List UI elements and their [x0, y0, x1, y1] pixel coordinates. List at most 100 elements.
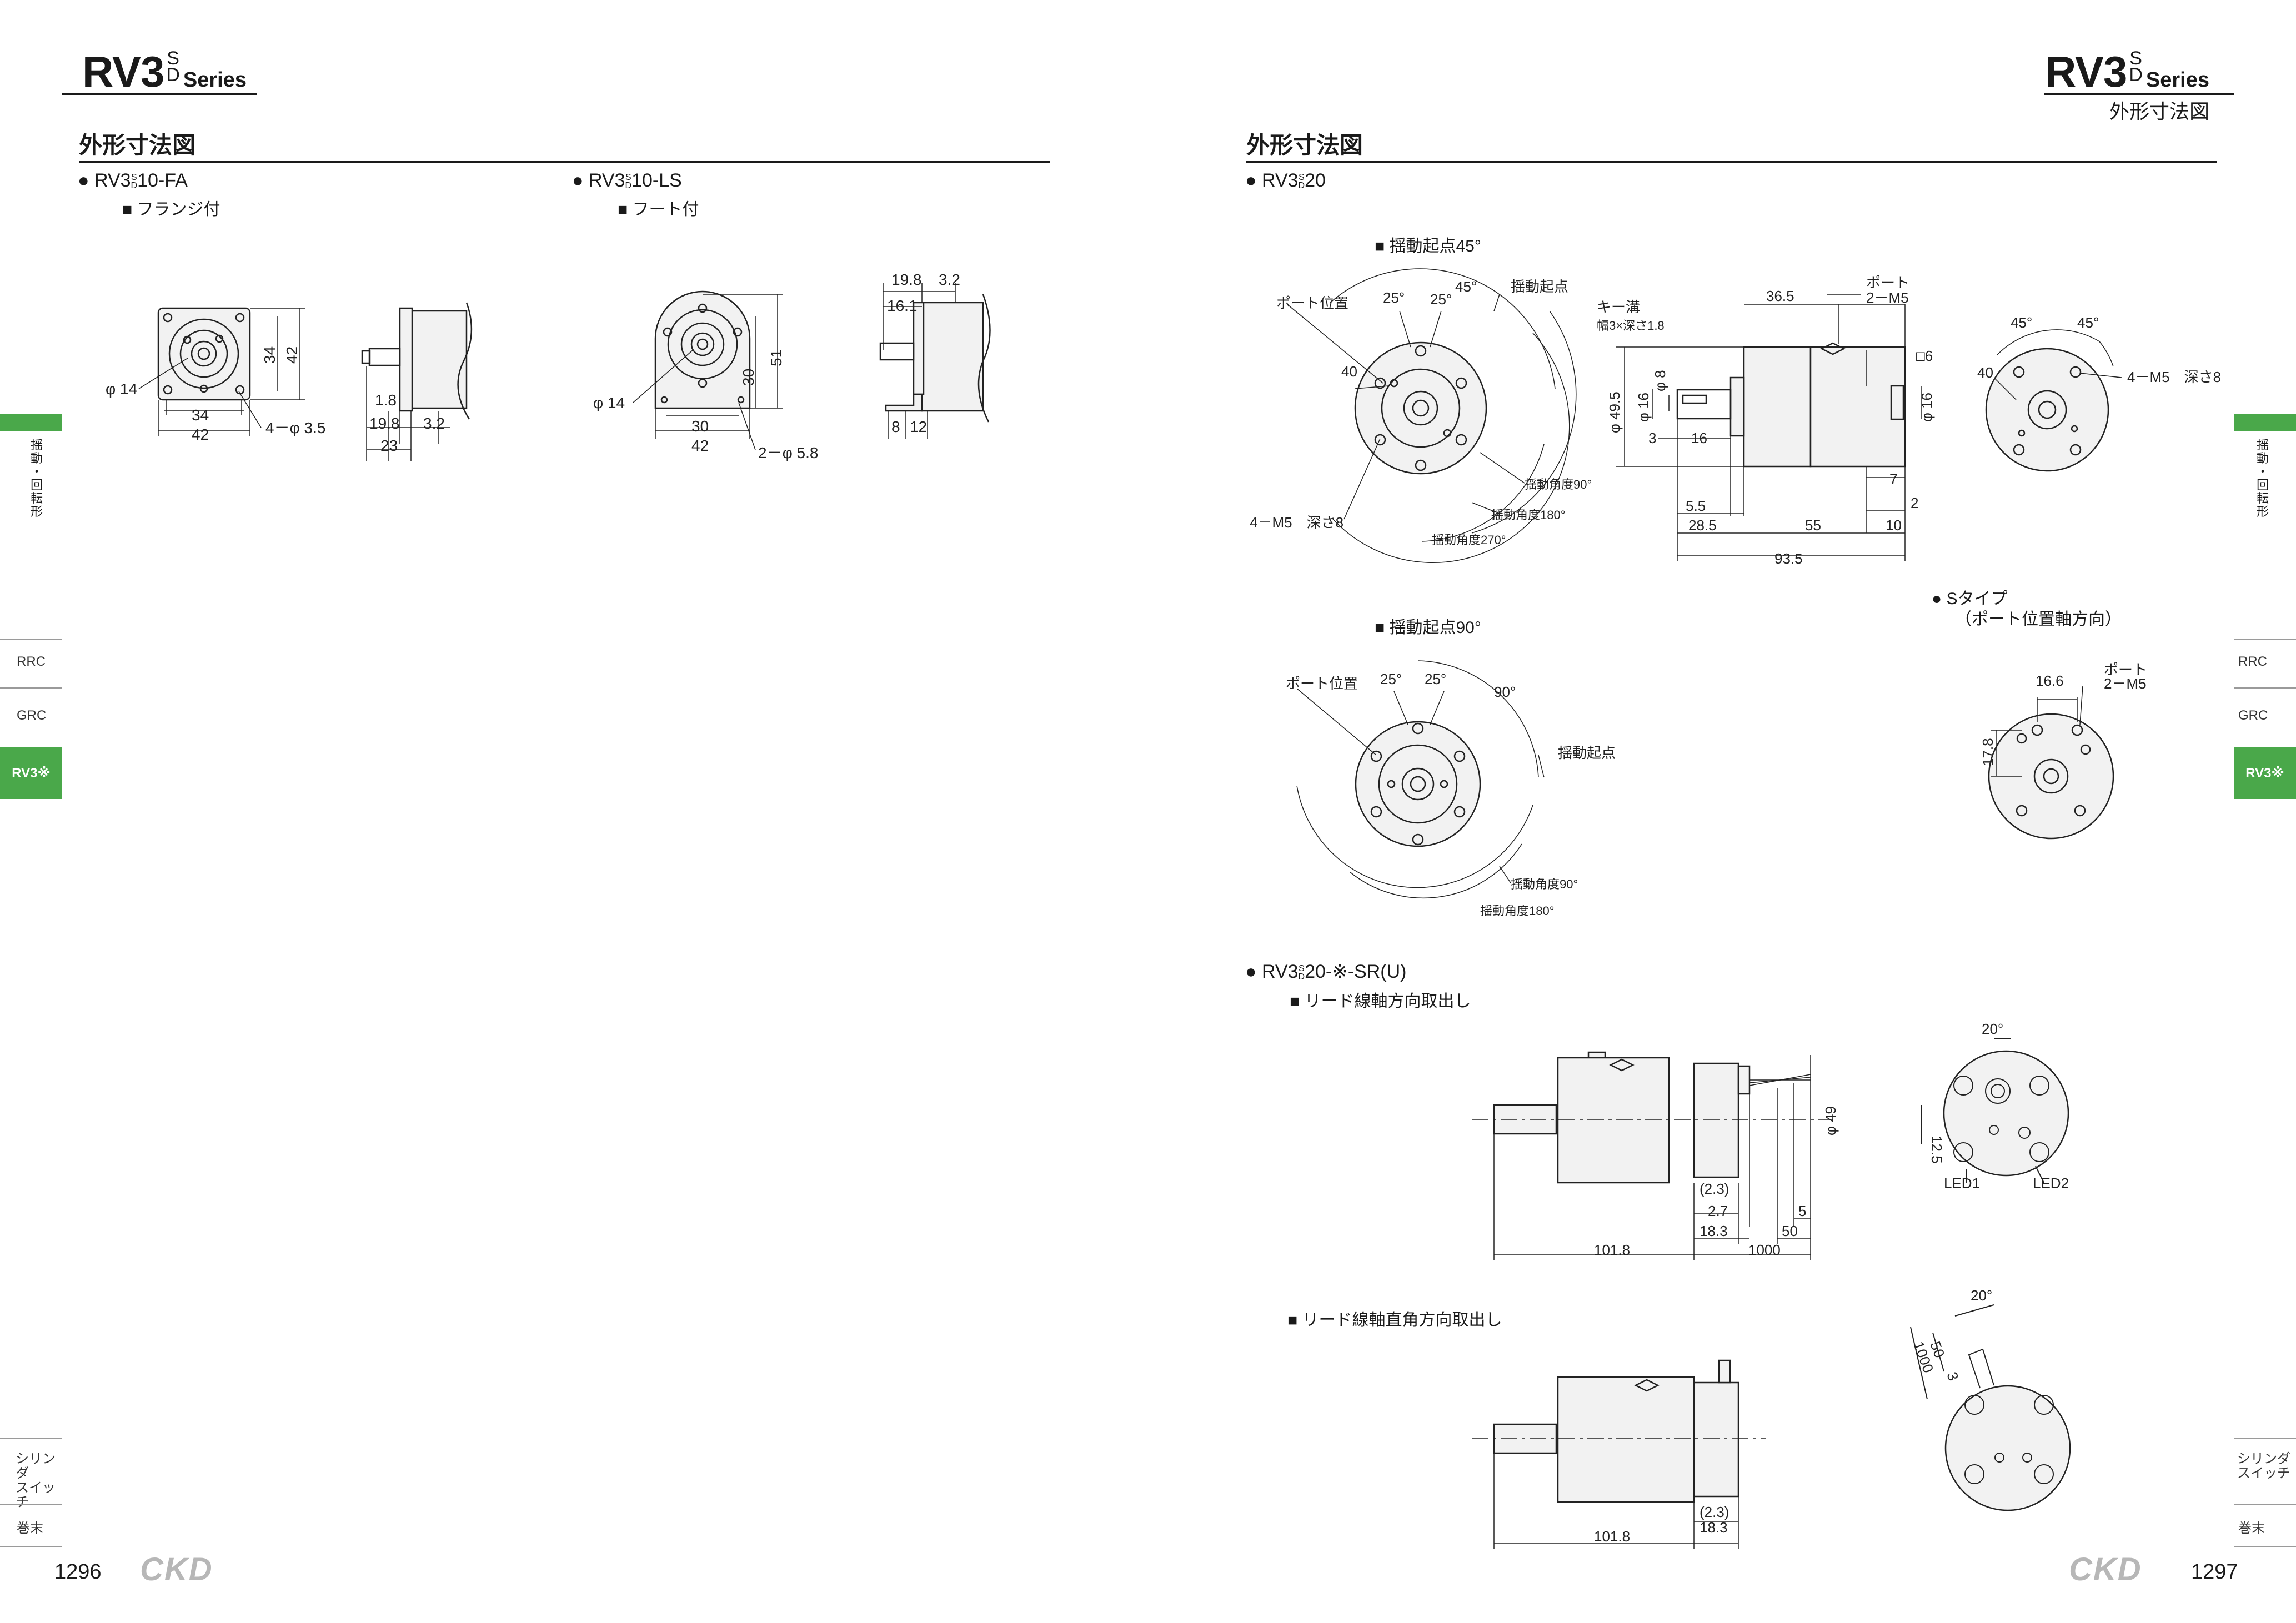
st-d166: 16.6 [2036, 672, 2064, 689]
left-tab-category[interactable]: 揺動・回転形 [30, 438, 43, 519]
left-tab-grc[interactable]: GRC [17, 708, 47, 723]
f90-ang90: 揺動角度90° [1511, 877, 1578, 891]
s20-key: キー溝 [1597, 299, 1640, 315]
ls-side-b: 3.2 [939, 271, 960, 288]
s20-d935: 93.5 [1774, 550, 1803, 567]
ls-w-inner: 30 [691, 418, 709, 435]
left-tab-rv3[interactable]: RV3※ [0, 747, 62, 799]
right-tab-rrc[interactable]: RRC [2238, 654, 2267, 669]
sr-right-body-a [1557, 1376, 1695, 1503]
right-tab-marker [2234, 414, 2296, 431]
left-header-rule [0, 93, 257, 95]
side-20-view [1676, 342, 1906, 468]
right-section-title: 外形寸法図 [1246, 132, 1363, 158]
fa-holes: 4－φ 3.5 [265, 419, 325, 436]
sr-axial-end-view [1943, 1050, 2069, 1177]
fa-side-d: 23 [380, 437, 398, 454]
re-b45: 45° [2077, 314, 2099, 331]
r45-ang90: 揺動角度90° [1525, 478, 1592, 491]
lead-axial-label: ■ リード線軸方向取出し [1290, 992, 1471, 1011]
s-type-title: ● Sタイプ [1932, 590, 2008, 608]
fa-h-inner: 34 [261, 346, 278, 364]
left-ckd-logo: CKD [140, 1551, 213, 1587]
srae-led2: LED2 [2033, 1175, 2069, 1192]
f90-start: 揺動起点 [1558, 745, 1616, 761]
right-header-rule [2044, 93, 2296, 95]
ls-side-view [879, 294, 991, 423]
sr-right-end-details [1910, 1304, 2054, 1484]
f90-a90: 90° [1494, 684, 1516, 700]
s-type-note: （ポート位置軸方向） [1955, 610, 2122, 629]
r45-a45: 45° [1455, 278, 1477, 295]
r45-start: 揺動起点 [1511, 278, 1568, 295]
ls-phi14: φ 14 [593, 394, 625, 411]
front-45-view [1354, 341, 1487, 475]
srre-d3: 3 [1943, 1370, 1962, 1383]
f90-b25: 25° [1425, 671, 1446, 687]
f90-ang180: 揺動角度180° [1480, 904, 1555, 918]
fa-phi14: φ 14 [106, 380, 137, 398]
sra-d183: 18.3 [1700, 1223, 1728, 1239]
s20-phi8: φ 8 [1652, 370, 1668, 391]
right-tab-appendix[interactable]: 巻末 [2238, 1521, 2265, 1536]
series-main: RV3 [82, 47, 164, 96]
left-section-title: 外形寸法図 [79, 132, 196, 158]
start-90-label: ■ 揺動起点90° [1375, 619, 1481, 637]
re-r40: 40 [1977, 364, 1993, 381]
left-tab-appendix[interactable]: 巻末 [17, 1521, 43, 1536]
s20-d55a: 5.5 [1686, 498, 1706, 514]
sra-d1018: 101.8 [1594, 1242, 1630, 1258]
model-fa-note: ■ フランジ付 [122, 200, 220, 219]
s20-phi16: φ 16 [1635, 393, 1652, 422]
sra-d23: (2.3) [1700, 1180, 1729, 1197]
srae-led1: LED1 [1944, 1175, 1980, 1192]
r45-a25: 25° [1383, 289, 1405, 306]
r45-b25: 25° [1430, 291, 1452, 308]
f90-port: ポート位置 [1286, 675, 1358, 692]
left-drawings: φ 14 34 42 4－φ 3.5 34 42 1.8 19.8 3.2 23… [106, 271, 991, 461]
ls-side-e: 12 [910, 418, 927, 435]
fa-side-a: 1.8 [375, 391, 397, 409]
r45-m5: 4－M5 深さ8 [1250, 514, 1343, 531]
ls-w-outer: 42 [691, 437, 709, 454]
s20-d55: 55 [1805, 517, 1821, 534]
sr-axial-end-details [1921, 1038, 2049, 1183]
st-port-m5: 2－M5 [2104, 675, 2147, 692]
ls-h1: 30 [740, 369, 757, 386]
re-m5: 4－M5 深さ8 [2127, 369, 2221, 385]
ls-front-view [654, 290, 751, 409]
re-a45: 45° [2011, 314, 2032, 331]
right-tab-grc[interactable]: GRC [2238, 708, 2268, 723]
sr-right-terminal [1718, 1359, 1731, 1384]
srre-a20: 20° [1971, 1287, 1992, 1304]
s20-port-m5: 2－M5 [1866, 289, 1909, 306]
right-end-view [1985, 348, 2109, 472]
srr-d1018: 101.8 [1594, 1528, 1630, 1545]
fa-side-b: 19.8 [369, 415, 400, 432]
right-tab-category[interactable]: 揺動・回転形 [2256, 438, 2269, 519]
right-tab-switch[interactable]: シリンダスイッチ [2237, 1451, 2290, 1481]
sr-axial-body-a [1557, 1057, 1670, 1184]
left-section-rule [79, 161, 1050, 163]
fa-side-view [361, 302, 473, 420]
sra-phi49: φ 49 [1822, 1106, 1839, 1135]
s20-d2: 2 [1911, 495, 1918, 511]
left-tab-rrc[interactable]: RRC [17, 654, 46, 669]
ls-side-c: 16.1 [887, 297, 918, 314]
left-sidebar: 揺動・回転形 RRC GRC RV3※ シリンダスイッチ 巻末 [0, 0, 62, 1623]
sra-d1000: 1000 [1748, 1242, 1781, 1258]
st-d178: 17.8 [1979, 738, 1996, 766]
sr-right-body-b [1693, 1381, 1739, 1498]
right-tab-rv3[interactable]: RV3※ [2234, 747, 2296, 799]
r45-ang270: 揺動角度270° [1432, 533, 1506, 547]
r45-port: ポート位置 [1276, 295, 1348, 311]
srae-d125: 12.5 [1928, 1135, 1945, 1164]
left-tab-switch[interactable]: シリンダスイッチ [16, 1451, 56, 1510]
